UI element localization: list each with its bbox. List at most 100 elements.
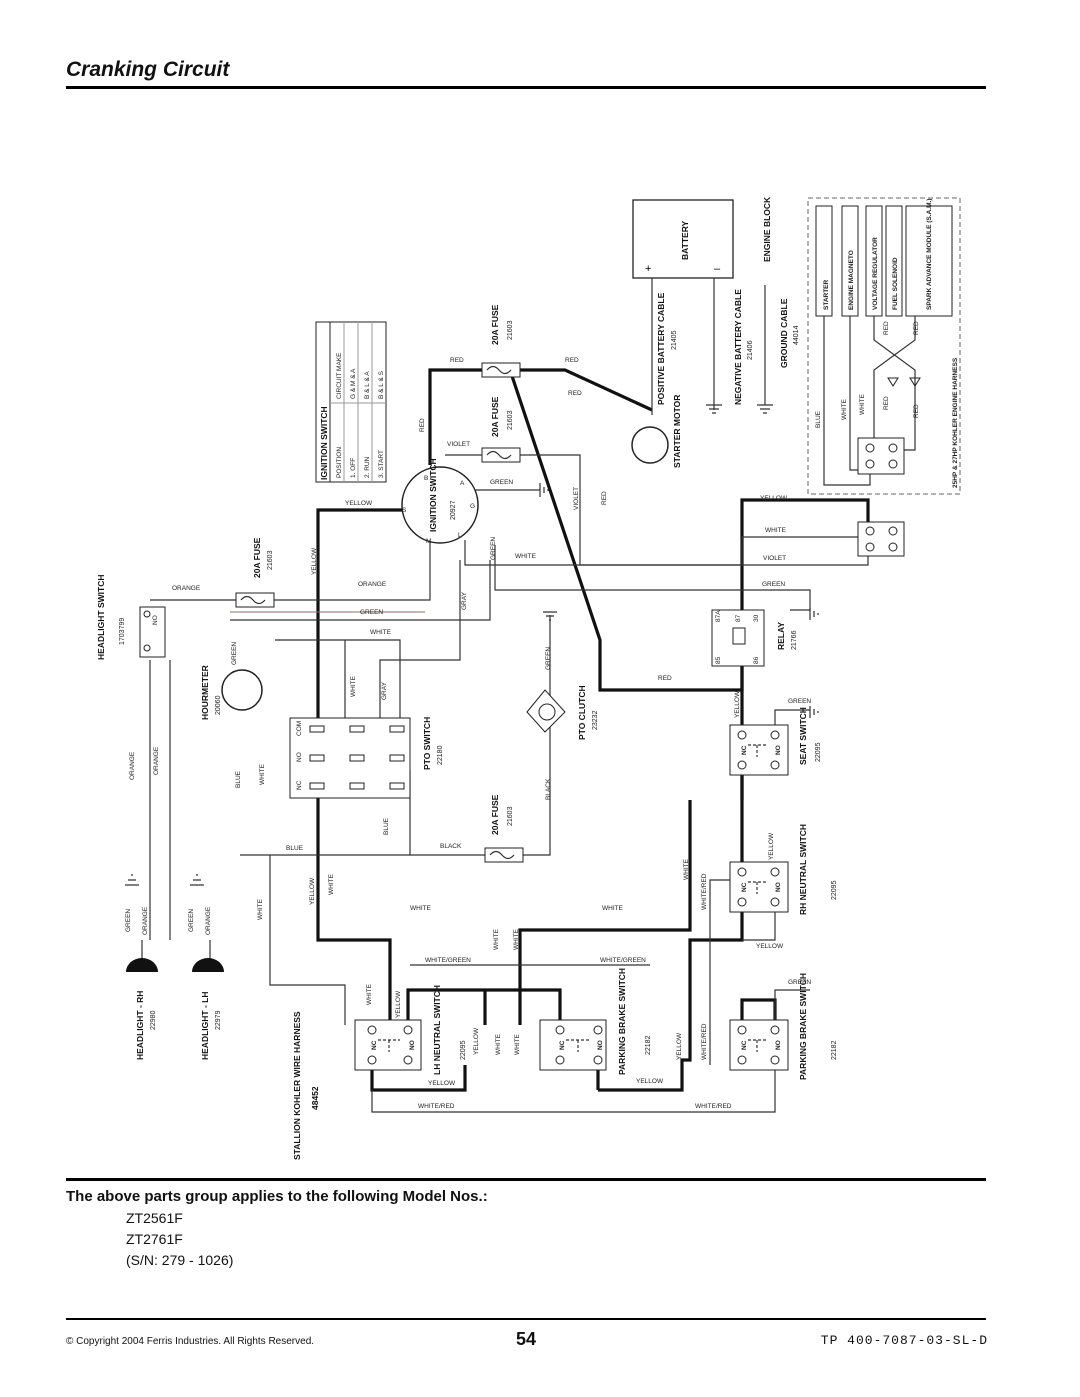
svg-text:HEADLIGHT - LH: HEADLIGHT - LH <box>200 992 210 1060</box>
svg-text:YELLOW: YELLOW <box>473 1027 480 1055</box>
svg-text:RED: RED <box>913 404 920 418</box>
parking-brake-switch-left: NC NO PARKING BRAKE SWITCH 22182 <box>539 968 652 1075</box>
svg-text:22095: 22095 <box>815 742 822 762</box>
wire-violet-2 <box>579 545 869 566</box>
models-heading: The above parts group applies to the fol… <box>66 1188 488 1205</box>
svg-text:STARTER: STARTER <box>823 279 830 310</box>
terminal-g: G <box>470 503 475 510</box>
svg-text:HEADLIGHT SWITCH: HEADLIGHT SWITCH <box>96 575 106 660</box>
svg-text:SEAT SWITCH: SEAT SWITCH <box>798 707 808 765</box>
svg-text:SPARK ADVANCE MODULE (S.A.M.): SPARK ADVANCE MODULE (S.A.M.) <box>926 199 933 310</box>
wire-white-right <box>518 800 692 1025</box>
svg-text:G & M & A: G & M & A <box>350 368 357 399</box>
svg-text:VIOLET: VIOLET <box>763 555 786 562</box>
svg-text:VOLTAGE REGULATOR: VOLTAGE REGULATOR <box>872 237 879 310</box>
wire-white-red-rh <box>598 1065 776 1113</box>
wire-white-red-lh <box>371 1090 598 1113</box>
svg-text:GREEN: GREEN <box>490 537 497 560</box>
wire-yellow-rh <box>742 900 776 941</box>
ground-cable-label: GROUND CABLE <box>779 298 789 368</box>
svg-text:ENGINE MAGNETO: ENGINE MAGNETO <box>848 250 855 310</box>
svg-text:21603: 21603 <box>507 320 514 340</box>
svg-text:21406: 21406 <box>747 340 754 360</box>
headlight-lh: HEADLIGHT - LH 22979 <box>192 958 224 1060</box>
harness-num: 48452 <box>310 1086 320 1110</box>
svg-text:87A: 87A <box>715 610 722 622</box>
svg-text:22980: 22980 <box>150 1010 157 1030</box>
footer-rule <box>66 1318 986 1320</box>
fuse-black: 20A FUSE 21603 <box>484 794 524 863</box>
svg-text:WHITE: WHITE <box>513 928 520 950</box>
svg-text:RED: RED <box>450 357 464 364</box>
wire-green-hm <box>230 560 491 621</box>
svg-text:25HP & 27HP KOHLER ENGINE HARN: 25HP & 27HP KOHLER ENGINE HARNESS <box>952 357 959 488</box>
svg-text:YELLOW: YELLOW <box>676 1032 683 1060</box>
pos-cable-label: POSITIVE BATTERY CABLE <box>656 292 666 405</box>
svg-text:VIOLET: VIOLET <box>573 487 580 510</box>
svg-text:WHITE: WHITE <box>765 527 787 534</box>
ignition-table-heading: IGNITION SWITCH <box>319 406 329 480</box>
svg-text:ORANGE: ORANGE <box>129 751 136 780</box>
model-serial: (S/N: 279 - 1026) <box>126 1252 234 1268</box>
svg-text:GREEN: GREEN <box>545 647 552 670</box>
wire-yellow-seat <box>598 660 744 1092</box>
svg-text:NC: NC <box>371 1040 378 1050</box>
rh-neutral-switch: NC NO RH NEUTRAL SWITCH 22095 <box>729 824 838 915</box>
model-2: ZT2761F <box>126 1231 183 1247</box>
headlight-rh: HEADLIGHT - RH 22980 <box>126 958 158 1060</box>
svg-text:30: 30 <box>753 614 760 622</box>
svg-text:GREEN: GREEN <box>125 909 132 932</box>
svg-text:WHITE: WHITE <box>683 858 690 880</box>
svg-text:YELLOW: YELLOW <box>345 500 373 507</box>
svg-text:WHITE/RED: WHITE/RED <box>701 1023 708 1060</box>
svg-text:NC: NC <box>741 1040 748 1050</box>
fuse-ignition: 20A FUSE 21603 <box>481 396 521 463</box>
svg-text:YELLOW: YELLOW <box>395 990 402 1018</box>
svg-text:WHITE: WHITE <box>493 928 500 950</box>
wire-white-ign <box>464 540 742 566</box>
svg-text:WHITE: WHITE <box>259 763 266 785</box>
ground-symbols <box>125 404 819 886</box>
terminal-s: S <box>402 507 407 514</box>
wire-white-hm <box>275 639 401 720</box>
svg-text:CIRCUIT MAKE: CIRCUIT MAKE <box>336 352 343 399</box>
svg-text:WHITE: WHITE <box>859 393 866 415</box>
svg-text:20A FUSE: 20A FUSE <box>252 537 262 578</box>
svg-text:WHITE: WHITE <box>514 1033 521 1055</box>
svg-text:RED: RED <box>883 321 890 335</box>
svg-text:STARTER MOTOR: STARTER MOTOR <box>672 395 682 468</box>
wire-red-main <box>428 368 482 465</box>
terminal-l: L <box>458 532 462 539</box>
svg-text:23232: 23232 <box>592 710 599 730</box>
terminal-b: B <box>424 475 428 482</box>
svg-text:1. OFF: 1. OFF <box>350 458 357 478</box>
svg-text:NC: NC <box>741 882 748 892</box>
connector-4pin <box>857 521 905 557</box>
svg-text:WHITE/RED: WHITE/RED <box>701 873 708 910</box>
ignition-table: IGNITION SWITCH POSITION CIRCUIT MAKE 1.… <box>315 321 387 483</box>
svg-text:ORANGE: ORANGE <box>153 746 160 775</box>
models-rule <box>66 1178 986 1181</box>
neg-cable-label: NEGATIVE BATTERY CABLE <box>733 289 743 405</box>
battery-plus: + <box>645 263 651 275</box>
svg-text:WHITE: WHITE <box>495 1033 502 1055</box>
headlight-switch: NO HEADLIGHT SWITCH 1703799 <box>96 575 166 660</box>
title-rule <box>66 86 986 89</box>
terminal-a: A <box>460 480 465 487</box>
svg-text:PTO SWITCH: PTO SWITCH <box>422 717 432 770</box>
svg-text:WHITE: WHITE <box>328 873 335 895</box>
wire-yellow-relay <box>740 498 870 610</box>
svg-text:3. START: 3. START <box>378 450 385 478</box>
wire-white-relay <box>741 536 868 565</box>
svg-text:NO: NO <box>775 745 782 755</box>
svg-text:LH NEUTRAL SWITCH: LH NEUTRAL SWITCH <box>432 985 442 1075</box>
wire-labels: RED RED RED RED RED RED VIOLET VIOLET VI… <box>125 321 920 1110</box>
seat-switch: NC NO SEAT SWITCH 22095 <box>729 707 822 776</box>
svg-text:GREEN: GREEN <box>360 609 383 616</box>
svg-text:BLUE: BLUE <box>286 845 304 852</box>
svg-text:20060: 20060 <box>215 695 222 715</box>
svg-text:B & L & A: B & L & A <box>364 371 371 399</box>
svg-text:NO: NO <box>775 882 782 892</box>
svg-text:WHITE: WHITE <box>366 983 373 1005</box>
